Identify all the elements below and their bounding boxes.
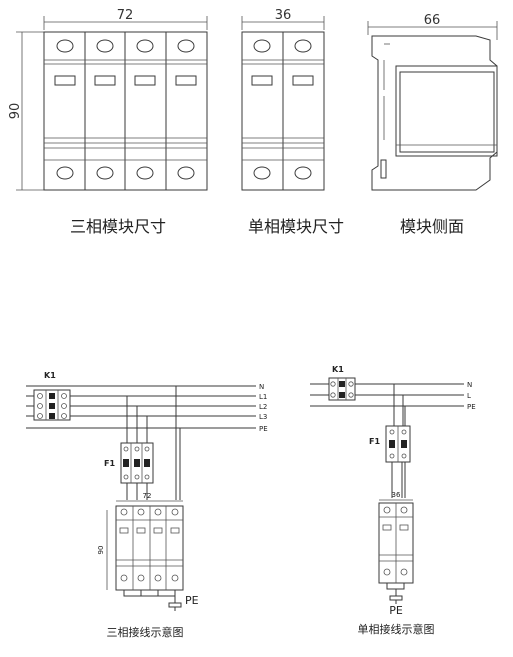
module-side-view-drawing: 66 (367, 13, 498, 191)
three-phase-ground-label: PE (185, 594, 199, 607)
three-phase-module-drawing: 72 90 (8, 8, 208, 191)
three-phase-line-l1: L1 (259, 393, 267, 401)
single-phase-breaker-label: K1 (332, 365, 344, 374)
three-phase-wiring-width-dim: 72 (143, 492, 152, 500)
single-phase-module-drawing: 36 (241, 8, 325, 191)
single-phase-wiring-width-dim: 36 (392, 491, 401, 499)
single-phase-line-pe: PE (467, 403, 476, 411)
single-phase-line-l: L (467, 392, 471, 400)
three-phase-line-l3: L3 (259, 413, 267, 421)
three-phase-width-dim: 72 (117, 8, 134, 23)
side-depth-dim: 66 (424, 13, 441, 28)
three-phase-wiring-height-dim: 90 (97, 546, 105, 555)
three-phase-fuse-label: F1 (104, 459, 115, 468)
single-phase-width-dim: 36 (275, 8, 292, 23)
single-phase-line-n: N (467, 381, 472, 389)
single-phase-wiring-diagram: K1 N L PE F1 36 (310, 365, 476, 617)
single-phase-wiring-caption: 单相接线示意图 (358, 622, 435, 636)
three-phase-size-caption: 三相模块尺寸 (70, 217, 166, 236)
three-phase-line-l2: L2 (259, 403, 267, 411)
module-side-caption: 模块侧面 (400, 217, 464, 236)
three-phase-line-pe: PE (259, 425, 268, 433)
single-phase-fuse-label: F1 (369, 437, 380, 446)
three-phase-wiring-caption: 三相接线示意图 (107, 625, 184, 639)
three-phase-line-n: N (259, 383, 264, 391)
single-phase-ground-label: PE (389, 604, 403, 617)
single-phase-size-caption: 单相模块尺寸 (248, 217, 344, 236)
height-dim: 90 (8, 103, 23, 120)
three-phase-breaker-label: K1 (44, 371, 56, 380)
three-phase-wiring-diagram: K1 N L1 L2 L3 PE F1 (26, 371, 268, 611)
